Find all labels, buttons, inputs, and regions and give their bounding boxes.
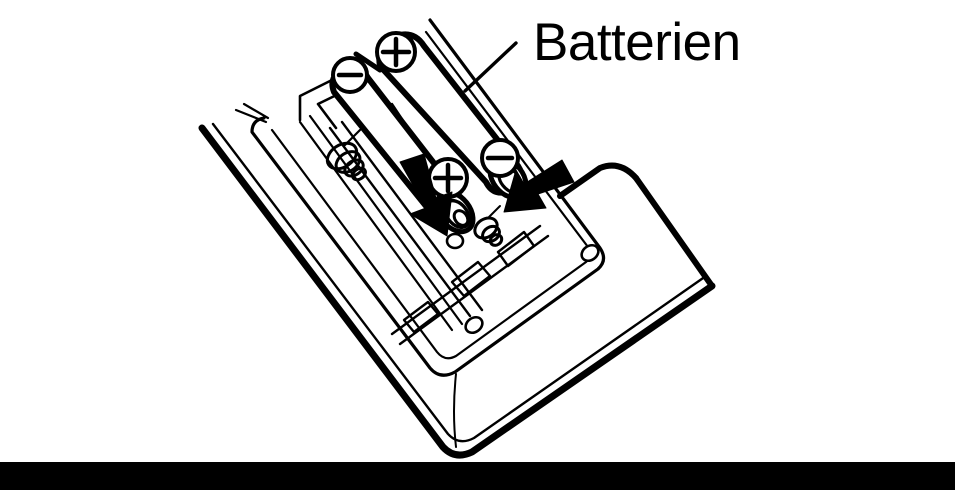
remote-shoulder-right [557,162,639,199]
remote-outer-outline [198,124,716,459]
contact-tab-lower-c [402,300,440,334]
terminal-plus-bottom-left [427,157,469,199]
compartment-floor-edge-left [298,114,464,332]
remote-inner-edge [211,122,708,443]
door-notch-fork [234,102,270,124]
contact-tab-lower-a [450,260,492,298]
batteries-label: Batterien [533,13,741,72]
remote-bottom-crease [453,373,457,448]
bay-floor-post [445,232,465,250]
contact-spring-upper [325,128,367,182]
contact-spring-lower [473,205,504,247]
terminal-plus-top-right [375,31,417,73]
insert-arrow-left [399,153,453,237]
battery-left-positive-nub [452,209,470,227]
page-footer-rule [0,462,955,490]
terminal-minus-bottom-right [480,138,520,178]
screw-hole-left [464,315,484,335]
compartment-rail-lower [390,224,550,346]
terminal-minus-top-left [331,56,369,94]
screw-hole-right [580,243,600,263]
leader-line [463,41,518,93]
battery-door-frame-outer [250,18,606,377]
remote-top-face-edge [633,175,715,289]
insert-arrow-right [503,159,575,213]
remote-control-body [198,18,716,459]
battery-compartment-interior [298,64,550,346]
insertion-arrows [399,153,575,237]
battery-right-top-tab [353,51,383,73]
